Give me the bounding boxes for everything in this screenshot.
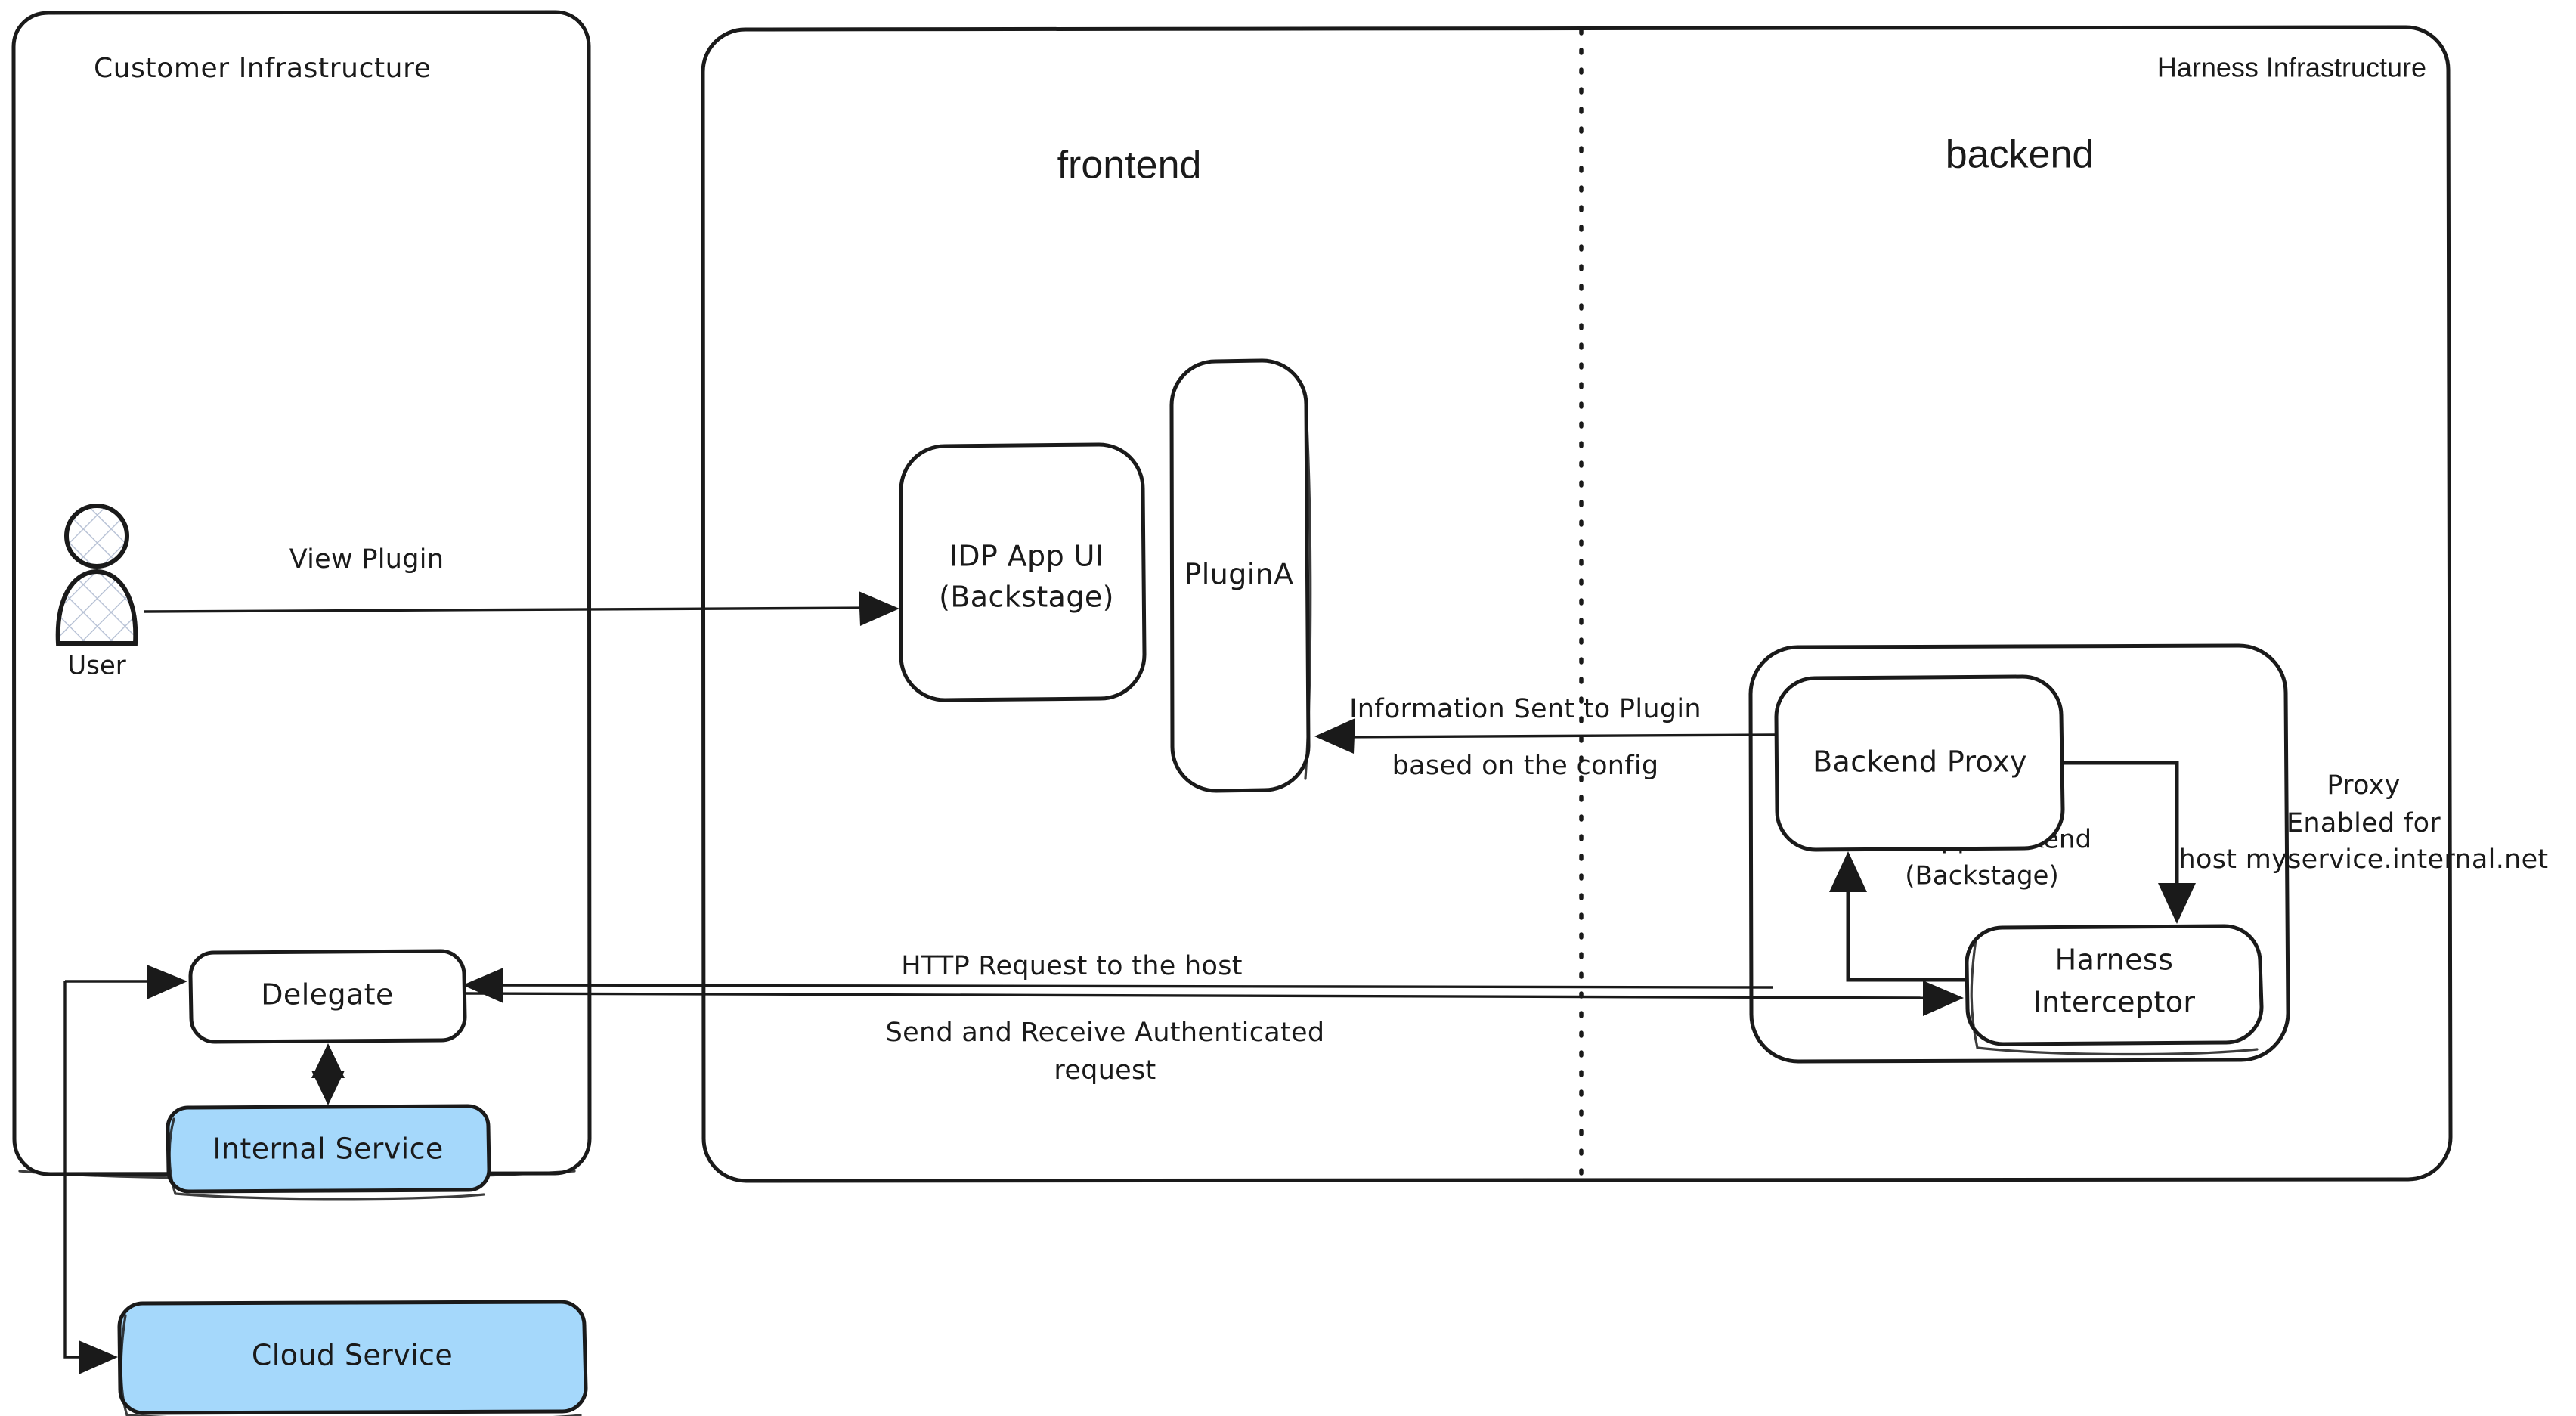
- cloud-service-branch-arrowhead: [147, 965, 187, 999]
- proxy-enabled-label-line3: host myservice.internal.net: [2179, 844, 2549, 875]
- edge-view-plugin: View Plugin: [143, 544, 899, 626]
- edge-http-request: HTTP Request to the host: [465, 951, 1964, 1016]
- node-internal-service[interactable]: Internal Service: [166, 1104, 491, 1201]
- delegate-label: Delegate: [261, 978, 393, 1012]
- view-plugin-label: View Plugin: [289, 544, 444, 575]
- group-customer-infrastructure: Customer Infrastructure: [11, 10, 592, 1180]
- lane-label-backend: backend: [1946, 133, 2095, 177]
- node-plugin-a[interactable]: PluginA: [1169, 358, 1312, 793]
- customer-infrastructure-title: Customer Infrastructure: [94, 53, 431, 84]
- delegate-internal-service-arrowhead-up: [311, 1043, 345, 1078]
- node-backend-proxy[interactable]: Backend Proxy: [1774, 674, 2065, 852]
- internal-service-label: Internal Service: [212, 1132, 443, 1166]
- proxy-enabled-label-line1: Proxy: [2327, 770, 2400, 801]
- user-body-icon: [55, 569, 138, 646]
- harness-interceptor-box: [1965, 924, 2264, 1046]
- authenticated-request-line: [483, 984, 1773, 989]
- proxy-enabled-label-line2: Enabled for: [2287, 808, 2441, 838]
- edge-authenticated-request: Send and Receive Authenticated request: [463, 968, 1773, 1086]
- edge-proxy-enabled: Proxy Enabled for host myservice.interna…: [2063, 761, 2549, 924]
- harness-interceptor-box-shadow: [1970, 938, 2259, 1056]
- internal-service-box: [166, 1104, 491, 1194]
- user-head-icon: [64, 504, 129, 569]
- actor-user[interactable]: User: [55, 504, 138, 681]
- proxy-enabled-arrowhead: [2158, 883, 2196, 924]
- delegate-box: [188, 949, 467, 1044]
- interceptor-to-proxy-line: [1846, 883, 1965, 982]
- edge-interceptor-to-proxy: [1829, 851, 1965, 982]
- edge-delegate-internal-service: [311, 1043, 345, 1105]
- customer-infrastructure-box: [11, 10, 592, 1176]
- backend-proxy-label: Backend Proxy: [1813, 745, 2027, 779]
- idp-app-backend-title-line2: (Backstage): [1905, 861, 2058, 891]
- information-sent-label-line2: based on the config: [1392, 751, 1659, 781]
- http-request-line: [465, 992, 1940, 999]
- information-sent-line: [1333, 733, 1776, 739]
- plugin-a-box-shadow: [1304, 392, 1312, 780]
- authenticated-request-arrowhead: [463, 968, 503, 1003]
- information-sent-arrowhead: [1314, 718, 1355, 754]
- backend-proxy-box: [1774, 674, 2065, 852]
- harness-interceptor-label-line1: Harness: [2055, 943, 2174, 977]
- cloud-service-arrowhead: [79, 1340, 118, 1374]
- harness-interceptor-label-line2: Interceptor: [2033, 986, 2196, 1019]
- http-request-arrowhead: [1923, 981, 1964, 1016]
- information-sent-label-line1: Information Sent to Plugin: [1349, 694, 1701, 724]
- plugin-a-label: PluginA: [1184, 558, 1293, 591]
- harness-infrastructure-title: Harness Infrastructure: [2157, 52, 2426, 83]
- edge-information-sent-to-plugin: Information Sent to Plugin based on the …: [1314, 694, 1776, 781]
- authenticated-request-label-line2: request: [1054, 1055, 1156, 1086]
- view-plugin-line: [143, 606, 881, 613]
- cloud-service-box-shadow: [119, 1314, 582, 1416]
- idp-app-ui-label-line2: (Backstage): [939, 581, 1114, 614]
- view-plugin-arrowhead: [859, 591, 899, 626]
- idp-app-ui-box: [899, 442, 1147, 702]
- node-cloud-service[interactable]: Cloud Service: [117, 1300, 588, 1416]
- proxy-enabled-line: [2063, 761, 2179, 894]
- interceptor-to-proxy-arrowhead: [1829, 851, 1867, 892]
- idp-app-ui-label-line1: IDP App UI: [949, 540, 1104, 573]
- cloud-service-box: [117, 1300, 588, 1415]
- node-idp-app-ui[interactable]: IDP App UI (Backstage): [899, 442, 1147, 702]
- http-request-label: HTTP Request to the host: [901, 951, 1243, 981]
- user-label: User: [67, 651, 126, 681]
- node-harness-interceptor[interactable]: Harness Interceptor: [1965, 924, 2264, 1056]
- internal-service-box-shadow: [168, 1117, 485, 1201]
- authenticated-request-label-line1: Send and Receive Authenticated: [886, 1018, 1325, 1048]
- delegate-internal-service-arrowhead-down: [311, 1071, 345, 1105]
- edge-delegate-cloud-service: [63, 965, 187, 1374]
- cloud-service-label: Cloud Service: [252, 1339, 453, 1372]
- lane-label-frontend: frontend: [1057, 144, 1202, 187]
- node-delegate[interactable]: Delegate: [188, 949, 467, 1044]
